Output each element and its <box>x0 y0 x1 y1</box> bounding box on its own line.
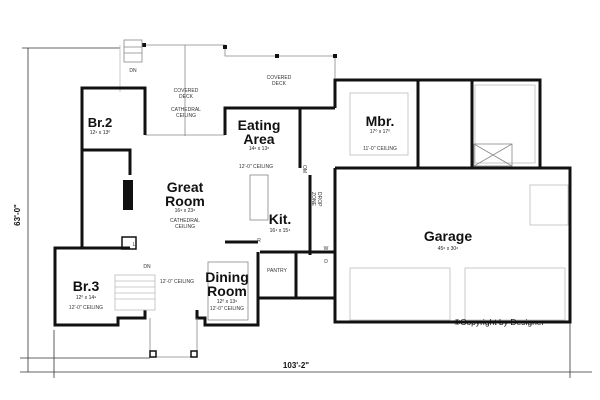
ceiling-note: CATHEDRAL <box>171 107 201 113</box>
ceiling-note: 11'-0" CEILING <box>363 146 397 152</box>
dn-label-top: DN <box>129 68 137 74</box>
room-name: DECK <box>272 81 287 87</box>
room-size: 16⁴ x 15⁴ <box>270 228 291 234</box>
room-size: 16⁹ x 23⁹ <box>175 208 196 214</box>
dryer-label: D <box>324 259 328 265</box>
room-name: Room <box>165 193 205 209</box>
room-name: Garage <box>424 228 472 244</box>
room-br2: Br.2 12⁹ x 13⁰ <box>88 115 113 136</box>
ceiling-note: 12'-0" CEILING <box>239 164 273 170</box>
dimension-lines <box>20 47 592 378</box>
oven-microwave-label: OM <box>301 165 307 173</box>
fixtures <box>114 84 569 321</box>
room-size: 12⁹ x 13⁰ <box>90 130 111 136</box>
room-br3: Br.3 12⁰ x 14⁹ 12'-0" CEILING <box>69 278 103 311</box>
room-name: Kit. <box>269 211 292 227</box>
room-eating-area: Eating Area 14⁹ x 13⁶ 12'-0" CEILING <box>238 117 281 170</box>
linen-label: L <box>133 242 136 248</box>
room-size: 12⁰ x 14⁹ <box>76 295 97 301</box>
drop-zone-label: ZONE <box>310 192 316 207</box>
foyer-ceiling-note: 12'-0" CEILING <box>160 279 194 285</box>
room-name: Eating <box>238 117 281 133</box>
ceiling-note: CATHEDRAL <box>170 218 200 224</box>
ceiling-note: CEILING <box>176 113 196 119</box>
room-dining: Dining Room 12⁰ x 13⁹ 12'-0" CEILING <box>205 269 249 312</box>
room-garage: Garage 45⁶ x 30⁶ <box>424 228 472 252</box>
room-size: 17⁰ x 17⁰ <box>370 129 390 135</box>
room-size: 12⁰ x 13⁹ <box>217 299 238 305</box>
washer-label: W <box>324 246 329 252</box>
room-name: Room <box>207 283 247 299</box>
room-name: Br.2 <box>88 115 113 130</box>
decks <box>119 39 337 136</box>
ceiling-note: 12'-0" CEILING <box>69 305 103 311</box>
room-name: Br.3 <box>73 278 100 294</box>
drop-zone-label: DROP <box>316 192 322 207</box>
room-size: 45⁶ x 30⁶ <box>438 246 459 252</box>
dn-label-stairs: DN <box>143 264 151 270</box>
room-name: DECK <box>179 94 194 100</box>
front-porch <box>149 318 198 358</box>
room-great-room: Great Room 16⁹ x 23⁹ CATHEDRAL CEILING <box>165 179 205 230</box>
room-covered-deck-left: COVERED DECK CATHEDRAL CEILING <box>171 88 201 119</box>
ceiling-note: 12'-0" CEILING <box>210 306 244 312</box>
room-name: Mbr. <box>366 113 395 129</box>
room-name: COVERED <box>174 88 199 94</box>
room-kitchen: Kit. 16⁴ x 15⁴ <box>269 211 292 234</box>
depth-dimension: 63'-0" <box>13 204 22 226</box>
room-name: COVERED <box>267 75 292 81</box>
copyright-notice: ©Copyright by Designer <box>454 317 545 327</box>
room-covered-deck-right: COVERED DECK <box>267 75 292 87</box>
pantry-label: PANTRY <box>267 268 287 274</box>
ceiling-note: CEILING <box>175 224 195 230</box>
room-size: 14⁹ x 13⁶ <box>249 146 270 152</box>
room-name: Great <box>167 179 204 195</box>
room-name: Dining <box>205 269 249 285</box>
refrigerator-label: R <box>257 238 261 244</box>
room-mbr: Mbr. 17⁰ x 17⁰ 11'-0" CEILING <box>363 113 397 152</box>
room-name: Area <box>243 131 274 147</box>
width-dimension: 103'-2" <box>283 361 309 370</box>
